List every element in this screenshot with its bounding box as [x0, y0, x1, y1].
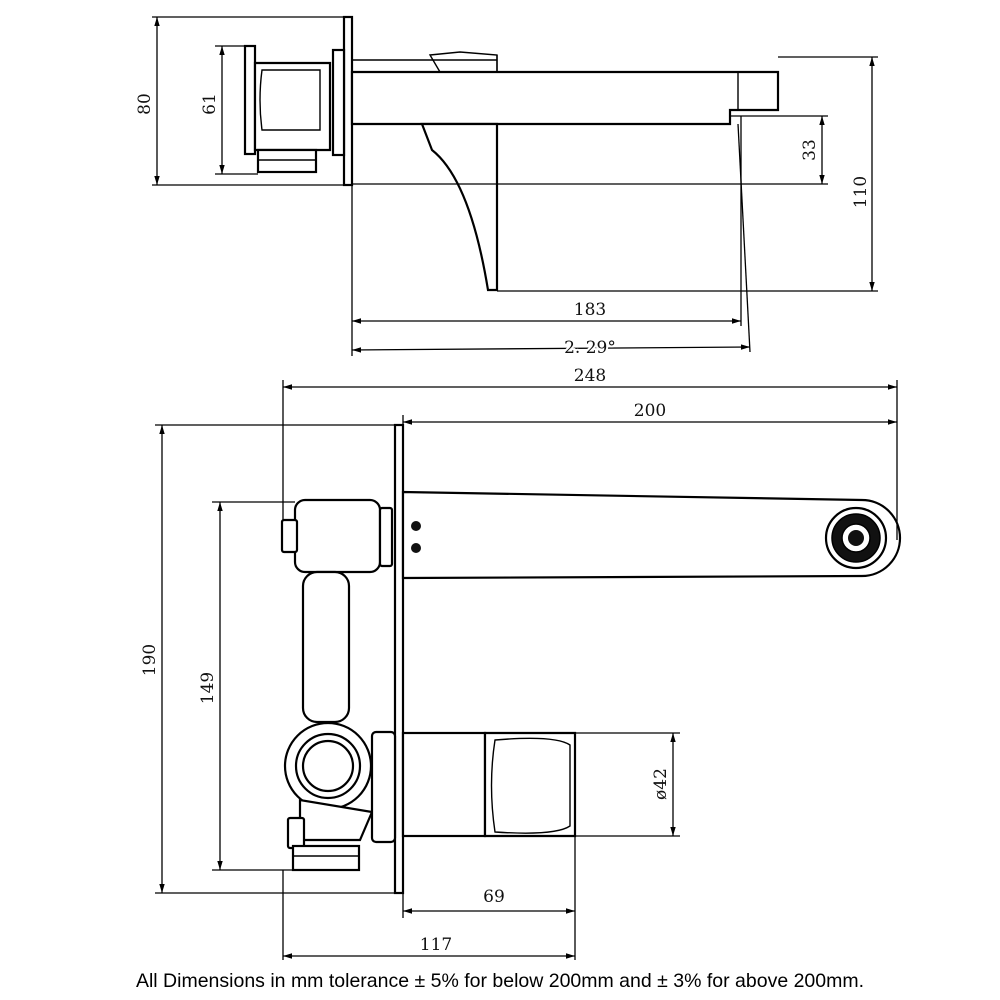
dim-80-label: 80: [135, 93, 155, 115]
dim-149-label: 149: [198, 672, 218, 704]
screw-hole-bottom: [411, 543, 421, 553]
handle-base-plan: [401, 731, 487, 838]
plan-view: 248 200 190 149 ø42 69 117: [140, 366, 902, 960]
dim-229-label: 2. 29°: [564, 338, 616, 358]
rough-in-outlet: [256, 148, 318, 174]
mounting-flange: [331, 48, 346, 157]
screw-hole-top: [411, 521, 421, 531]
handle-lever-side: [420, 122, 499, 292]
dim-33-label: 33: [800, 139, 820, 161]
spout-side: [350, 70, 780, 126]
outlet-nipple: [291, 844, 361, 872]
rough-in-top-block: [293, 498, 382, 574]
dim-110-label: 110: [851, 176, 871, 208]
rough-in-body: [243, 44, 257, 156]
tolerance-footnote: All Dimensions in mm tolerance ± 5% for …: [135, 970, 865, 992]
wall-plate: [342, 15, 354, 187]
dim-42-label: ø42: [651, 768, 671, 800]
dim-61-label: 61: [200, 93, 220, 115]
dim-200-label: 200: [634, 401, 666, 421]
rough-in-pipe: [301, 570, 351, 724]
dim-117-label: 117: [420, 935, 452, 955]
spout-plan: [401, 490, 902, 580]
handle-lever-plan: [483, 731, 577, 838]
dim-183-label: 183: [574, 300, 606, 320]
rough-in-housing: [253, 61, 332, 152]
dim-69-label: 69: [483, 887, 505, 907]
wall-plate-plan: [393, 423, 405, 895]
dim-248-label: 248: [574, 366, 606, 386]
dim-190-label: 190: [140, 644, 160, 676]
side-elevation-view: 80 61 33 110 183 2. 29°: [135, 15, 878, 360]
